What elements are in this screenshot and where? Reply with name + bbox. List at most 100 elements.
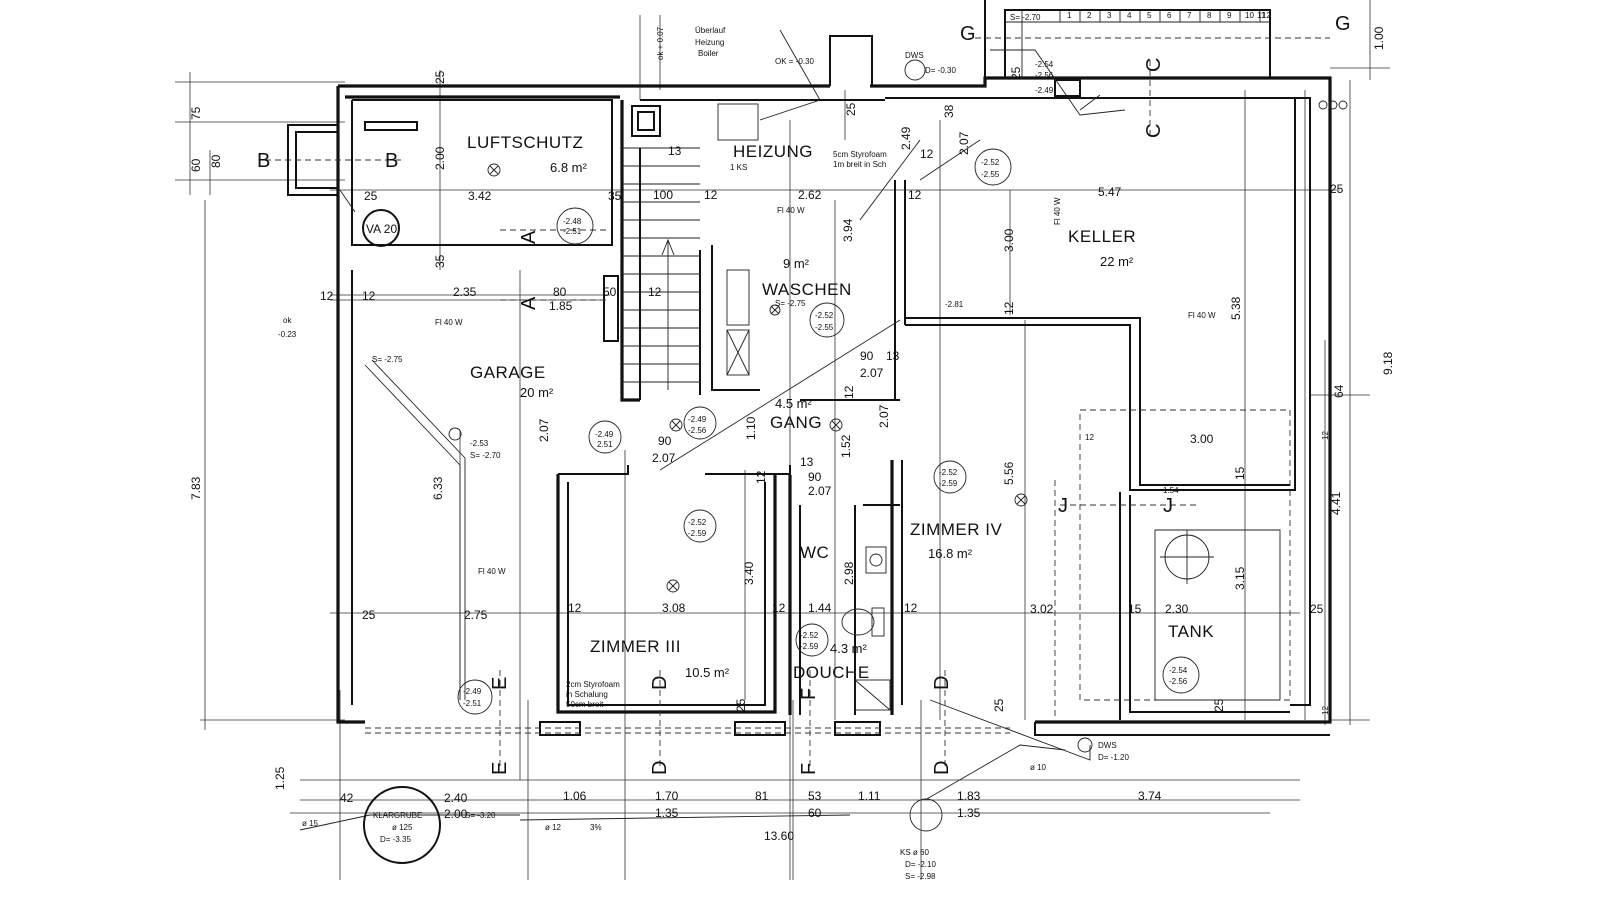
svg-text:2.49: 2.49 <box>899 126 913 150</box>
fl-keller-2: Fl 40 W <box>1053 197 1062 225</box>
svg-text:11: 11 <box>1257 11 1266 20</box>
svg-text:4: 4 <box>1127 11 1132 20</box>
level-marker: -2.81 <box>945 300 964 309</box>
svg-text:2.07: 2.07 <box>860 366 884 380</box>
svg-text:12: 12 <box>320 289 334 303</box>
svg-text:E: E <box>489 677 511 690</box>
klargrube-circle <box>363 786 441 864</box>
level-marker: -2.49 <box>1035 86 1054 95</box>
fl-garage: Fl 40 W <box>435 318 463 327</box>
svg-text:13: 13 <box>886 349 900 363</box>
svg-text:3.74: 3.74 <box>1138 789 1162 803</box>
svg-text:90: 90 <box>658 434 672 448</box>
fixtures <box>339 59 1348 864</box>
lamp-icon <box>1014 493 1028 507</box>
svg-text:90: 90 <box>808 470 822 484</box>
area-douche: 4.3 m² <box>830 641 868 656</box>
svg-text:1.70: 1.70 <box>655 789 679 803</box>
svg-text:13: 13 <box>668 144 682 158</box>
svg-text:1.11: 1.11 <box>858 789 881 803</box>
va20-label: VA 20 <box>366 222 397 236</box>
area-waschen: 9 m² <box>783 256 810 271</box>
lamp-icon <box>669 418 683 432</box>
level-marker: S= -2.75 <box>775 299 806 308</box>
svg-text:J: J <box>1163 495 1173 517</box>
dws-top-label: DWS <box>905 51 924 60</box>
level-marker: -2.51 <box>463 699 482 708</box>
level-marker: -2.48 <box>563 217 582 226</box>
level-marker: -2.52 <box>800 631 819 640</box>
svg-text:F: F <box>798 688 820 700</box>
dws-top-depth: D= -0.30 <box>925 66 956 75</box>
svg-text:25: 25 <box>734 698 748 712</box>
svg-text:5: 5 <box>1147 11 1152 20</box>
svg-text:3.15: 3.15 <box>1233 566 1247 590</box>
svg-text:3.00: 3.00 <box>1002 228 1016 252</box>
svg-text:3.00: 3.00 <box>1190 432 1214 446</box>
svg-text:5.47: 5.47 <box>1098 185 1122 199</box>
svg-text:25: 25 <box>1212 698 1226 712</box>
svg-text:A: A <box>518 230 540 244</box>
svg-text:7.83: 7.83 <box>189 476 203 500</box>
svg-text:2.07: 2.07 <box>652 451 676 465</box>
svg-text:2: 2 <box>1087 11 1092 20</box>
svg-text:25: 25 <box>362 608 376 622</box>
svg-text:64: 64 <box>1332 384 1346 398</box>
heizung-note: 5cm Styrofoam <box>833 150 887 159</box>
lamp-icon <box>769 304 781 316</box>
level-marker: 2.51 <box>597 440 613 449</box>
svg-text:12: 12 <box>1262 11 1271 20</box>
s-top-label: S= -2.70 <box>1010 13 1041 22</box>
svg-text:C: C <box>1143 124 1165 138</box>
svg-text:B: B <box>385 150 398 172</box>
svg-text:12: 12 <box>1321 431 1330 440</box>
svg-text:1.35: 1.35 <box>655 806 679 820</box>
room-zimmer-4: ZIMMER IV <box>910 520 1002 539</box>
area-garage: 20 m² <box>520 385 554 400</box>
svg-text:D: D <box>931 676 953 690</box>
level-marker: -2.56 <box>1169 677 1188 686</box>
svg-text:D: D <box>931 761 953 775</box>
svg-text:25: 25 <box>433 70 447 84</box>
svg-text:2.62: 2.62 <box>798 188 822 202</box>
svg-text:1.85: 1.85 <box>549 299 573 313</box>
svg-text:4.41: 4.41 <box>1329 491 1343 515</box>
room-garage: GARAGE <box>470 363 546 382</box>
section-markers: B B G G C C A A E E D D D D F F J J <box>257 13 1351 775</box>
svg-text:3.08: 3.08 <box>662 601 686 615</box>
level-marker: -2.52 <box>981 158 1000 167</box>
room-zimmer-3: ZIMMER III <box>590 637 681 656</box>
pipe-phi12: ø 12 <box>545 823 562 832</box>
lamp-icon <box>487 163 501 177</box>
svg-text:35: 35 <box>433 254 447 268</box>
svg-text:60: 60 <box>808 806 822 820</box>
svg-text:12: 12 <box>704 188 718 202</box>
svg-text:F: F <box>798 763 820 775</box>
svg-text:5.38: 5.38 <box>1229 296 1243 320</box>
area-keller: 22 m² <box>1100 254 1134 269</box>
svg-text:3: 3 <box>1107 11 1112 20</box>
svg-text:12: 12 <box>772 601 786 615</box>
svg-text:2.00: 2.00 <box>444 807 468 821</box>
klargrube-depth: D= -3.35 <box>380 835 411 844</box>
stairs <box>622 10 1270 400</box>
level-marker: -2.54 <box>1035 60 1054 69</box>
svg-text:12: 12 <box>920 147 934 161</box>
svg-text:6.33: 6.33 <box>431 476 445 500</box>
svg-text:25: 25 <box>364 189 378 203</box>
fl-waschen: Fl 40 W <box>777 206 805 215</box>
svg-text:G: G <box>960 23 976 45</box>
svg-text:25: 25 <box>1009 66 1023 80</box>
dws-bottom-label: DWS <box>1098 741 1117 750</box>
svg-text:12: 12 <box>648 285 662 299</box>
ks-label: 1 KS <box>730 163 747 172</box>
level-marker: -2.49 <box>463 687 482 696</box>
room-keller: KELLER <box>1068 227 1136 246</box>
svg-text:B: B <box>257 150 270 172</box>
svg-text:D: D <box>649 761 671 775</box>
svg-text:1.25: 1.25 <box>273 766 287 790</box>
svg-text:13.60: 13.60 <box>764 829 794 843</box>
svg-text:80: 80 <box>553 285 567 299</box>
ks-bottom-s: S= -2.98 <box>905 872 936 881</box>
dws-bottom-depth: D= -1.20 <box>1098 753 1129 762</box>
